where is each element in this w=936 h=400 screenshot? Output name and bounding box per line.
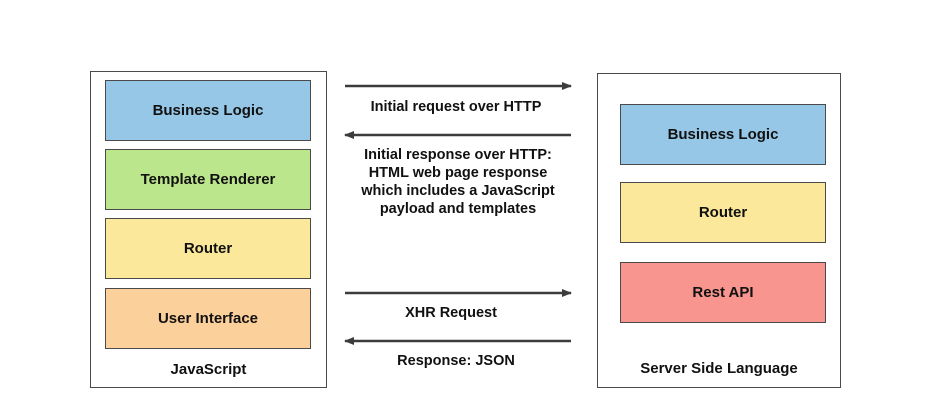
initial-response-line: payload and templates [379,201,537,217]
server-business-logic-block: Business Logic [620,104,826,165]
client-user-interface-block: User Interface [105,288,311,349]
initial-response-line: Initial response over HTTP: [364,147,552,163]
server-business-logic-label: Business Logic [667,126,779,143]
initial-response-line: HTML web page response [368,165,548,181]
client-template-renderer-block: Template Renderer [105,149,311,210]
client-panel-label: JavaScript [170,361,247,378]
server-rest-api-label: Rest API [692,284,754,301]
server-panel: Business Logic Router Rest API Server Si… [597,73,841,388]
client-router-label: Router [183,240,233,257]
client-business-logic-label: Business Logic [152,102,264,119]
client-business-logic-block: Business Logic [105,80,311,141]
server-panel-label: Server Side Language [640,360,798,377]
client-template-renderer-label: Template Renderer [140,171,276,188]
initial-response-label: Initial response over HTTP: HTML web pag… [330,146,586,218]
json-response-label: Response: JSON [397,353,515,369]
server-router-block: Router [620,182,826,243]
server-router-label: Router [698,204,748,221]
xhr-request-label: XHR Request [405,305,497,321]
client-user-interface-label: User Interface [157,310,259,327]
initial-request-label: Initial request over HTTP [370,99,542,115]
client-router-block: Router [105,218,311,279]
client-panel: Business Logic Template Renderer Router … [90,71,327,388]
server-rest-api-block: Rest API [620,262,826,323]
initial-response-line: which includes a JavaScript [361,183,555,199]
